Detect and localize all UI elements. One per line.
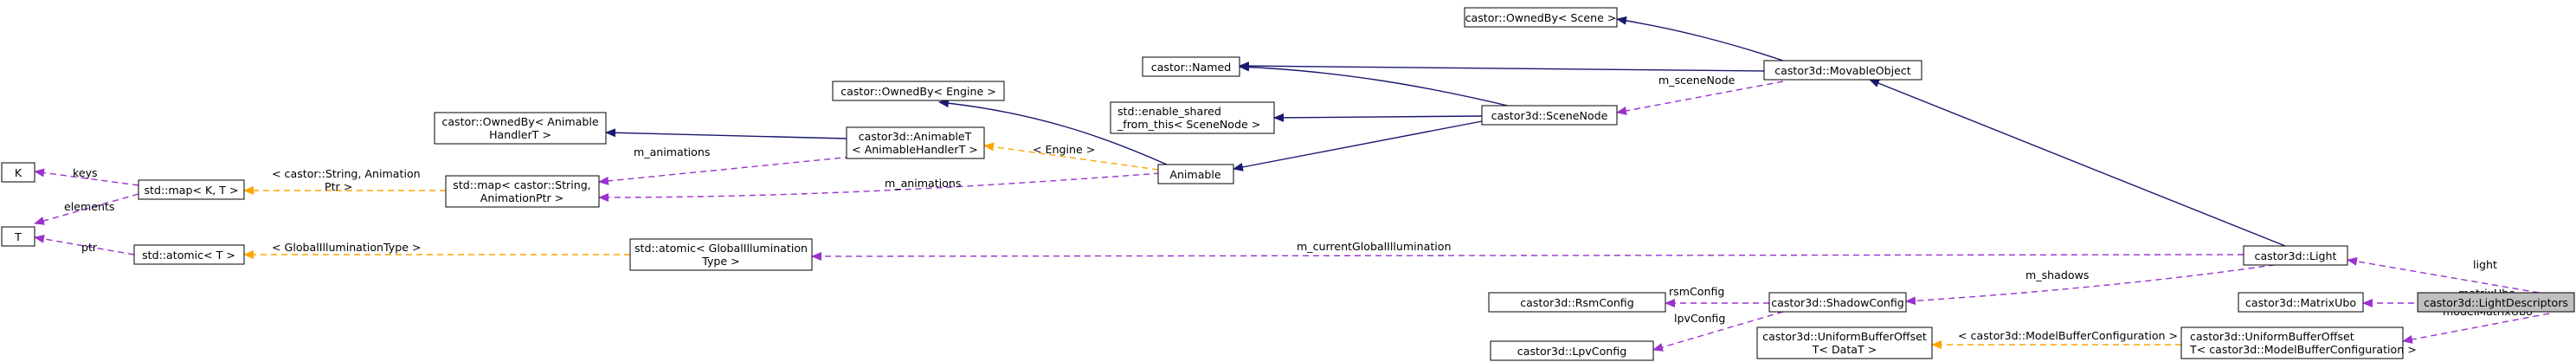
node-lpv-config-label: castor3d::LpvConfig — [1517, 345, 1626, 358]
node-ubo-model-l1: castor3d::UniformBufferOffset — [2190, 330, 2354, 343]
edge-lpv-config — [1652, 311, 1784, 352]
edge-elements — [34, 193, 139, 225]
node-rsm-config-label: castor3d::RsmConfig — [1520, 296, 1634, 309]
edge-label-lpv-config: lpvConfig — [1674, 312, 1725, 325]
edge-keys — [34, 168, 139, 186]
edge-m-animations-1 — [598, 155, 862, 185]
node-named-label: castor::Named — [1151, 61, 1231, 74]
node-t[interactable]: T — [1, 226, 35, 247]
node-atomic-t-label: std::atomic< T > — [142, 249, 235, 262]
node-enable-shared-l1: std::enable_shared — [1117, 105, 1221, 118]
node-animable-t[interactable]: castor3d::AnimableT < AnimableHandlerT > — [846, 126, 985, 159]
edge-scenenode-enable-shared — [1273, 113, 1483, 122]
node-movable-object-label: castor3d::MovableObject — [1774, 64, 1911, 77]
node-ubo-model-l2: T< castor3d::ModelBufferConfiguration > — [2189, 343, 2417, 356]
node-map-string-animation[interactable]: std::map< castor::String, AnimationPtr > — [445, 175, 600, 208]
edge-label-model-buffer-config: < castor3d::ModelBufferConfiguration > — [1958, 329, 2178, 342]
node-light-descriptors-label: castor3d::LightDescriptors — [2424, 296, 2568, 309]
node-movable-object[interactable]: castor3d::MovableObject — [1763, 60, 1922, 81]
edge-animablet-ownedby — [605, 128, 847, 139]
edge-light — [2347, 256, 2550, 295]
node-animable[interactable]: Animable — [1157, 164, 1234, 184]
node-matrix-ubo-label: castor3d::MatrixUbo — [2245, 296, 2356, 309]
node-map-k-t-label: std::map< K, T > — [144, 184, 238, 197]
node-ownedby-engine[interactable]: castor::OwnedBy< Engine > — [832, 81, 1005, 101]
node-named[interactable]: castor::Named — [1142, 56, 1240, 77]
node-map-string-animation-l2: AnimationPtr > — [480, 191, 564, 204]
node-map-string-animation-l1: std::map< castor::String, — [453, 178, 590, 191]
node-scene-node[interactable]: castor3d::SceneNode — [1481, 105, 1618, 126]
edge-light-movable — [1869, 79, 2295, 250]
node-matrix-ubo[interactable]: castor3d::MatrixUbo — [2238, 292, 2364, 313]
edge-scenenode-animable — [1233, 120, 1483, 171]
edge-label-gi-type: < GlobalIlluminationType > — [272, 241, 422, 254]
node-rsm-config[interactable]: castor3d::RsmConfig — [1488, 292, 1666, 313]
edge-label-m-animations-2: m_animations — [885, 177, 961, 190]
node-ownedby-scene-label: castor::OwnedBy< Scene > — [1465, 11, 1617, 24]
edge-label-m-scene-node: m_sceneNode — [1658, 74, 1736, 87]
edge-label-string-animation-l2: Ptr > — [325, 180, 352, 193]
edge-m-current-gi — [811, 251, 2244, 261]
node-k[interactable]: K — [1, 162, 35, 183]
edge-label-light: light — [2473, 258, 2497, 271]
node-map-k-t[interactable]: std::map< K, T > — [138, 179, 245, 200]
edge-m-shadows — [1905, 262, 2286, 306]
edge-model-matrix-ubo — [2402, 313, 2550, 344]
nodes: K T std::map< K, T > std::atomic< T > ca… — [1, 7, 2575, 361]
node-atomic-gi-type-l1: std::atomic< GlobalIllumination — [634, 242, 808, 255]
node-ownedby-animable-handler-l2: HandlerT > — [489, 128, 551, 141]
node-animable-label: Animable — [1169, 168, 1221, 181]
node-animable-t-l1: castor3d::AnimableT — [859, 130, 972, 143]
node-light-descriptors[interactable]: castor3d::LightDescriptors — [2417, 292, 2575, 313]
node-enable-shared-from-this[interactable]: std::enable_shared _from_this< SceneNode… — [1110, 101, 1275, 134]
node-k-label: K — [15, 166, 23, 179]
node-scene-node-label: castor3d::SceneNode — [1491, 109, 1608, 122]
node-ownedby-animable-handler-l1: castor::OwnedBy< Animable — [441, 115, 598, 128]
node-enable-shared-l2: _from_this< SceneNode > — [1117, 118, 1260, 131]
edge-label-m-shadows: m_shadows — [2025, 268, 2089, 281]
edge-animable-ownedby-engine — [938, 99, 1168, 165]
node-t-label: T — [14, 230, 22, 243]
node-ubo-model-buffer-config[interactable]: castor3d::UniformBufferOffset T< castor3… — [2180, 326, 2417, 359]
node-light[interactable]: castor3d::Light — [2243, 245, 2348, 266]
edge-movable-named — [1239, 61, 1767, 72]
edge-label-keys: keys — [73, 166, 98, 179]
node-ubo-datat[interactable]: castor3d::UniformBufferOffset T< DataT > — [1756, 326, 1933, 359]
edge-label-m-animations-1: m_animations — [634, 145, 710, 158]
node-shadow-config-label: castor3d::ShadowConfig — [1771, 296, 1904, 309]
edge-ptr — [34, 234, 135, 255]
node-lpv-config[interactable]: castor3d::LpvConfig — [1490, 340, 1654, 361]
node-ownedby-engine-label: castor::OwnedBy< Engine > — [840, 85, 996, 98]
edges — [34, 16, 2550, 352]
node-ubo-datat-l1: castor3d::UniformBufferOffset — [1762, 330, 1927, 343]
edge-engine — [983, 142, 1159, 171]
edge-labels: keys elements ptr < castor::String, Anim… — [64, 74, 2533, 342]
edge-label-elements: elements — [64, 200, 115, 213]
node-ownedby-scene[interactable]: castor::OwnedBy< Scene > — [1464, 7, 1618, 28]
edge-label-string-animation-l1: < castor::String, Animation — [272, 167, 421, 180]
edge-label-engine: < Engine > — [1033, 143, 1095, 156]
node-ubo-datat-l2: T< DataT > — [1812, 343, 1877, 356]
edge-label-ptr: ptr — [81, 241, 98, 254]
edge-m-animations-2 — [598, 172, 1161, 202]
edge-label-m-current-gi: m_currentGlobalIllumination — [1297, 240, 1451, 253]
node-ownedby-animable-handler[interactable]: castor::OwnedBy< Animable HandlerT > — [434, 112, 607, 145]
edge-movable-ownedby-scene — [1616, 16, 1784, 61]
node-atomic-gi-type-l2: Type > — [701, 255, 739, 268]
edge-m-scene-node — [1616, 81, 1784, 115]
node-shadow-config[interactable]: castor3d::ShadowConfig — [1768, 292, 1907, 313]
edge-label-rsm-config: rsmConfig — [1669, 285, 1724, 298]
node-atomic-t[interactable]: std::atomic< T > — [133, 244, 245, 265]
node-animable-t-l2: < AnimableHandlerT > — [852, 143, 978, 156]
node-atomic-gi-type[interactable]: std::atomic< GlobalIllumination Type > — [629, 238, 813, 271]
edge-scenenode-named — [1239, 62, 1516, 108]
node-light-label: castor3d::Light — [2255, 249, 2337, 262]
